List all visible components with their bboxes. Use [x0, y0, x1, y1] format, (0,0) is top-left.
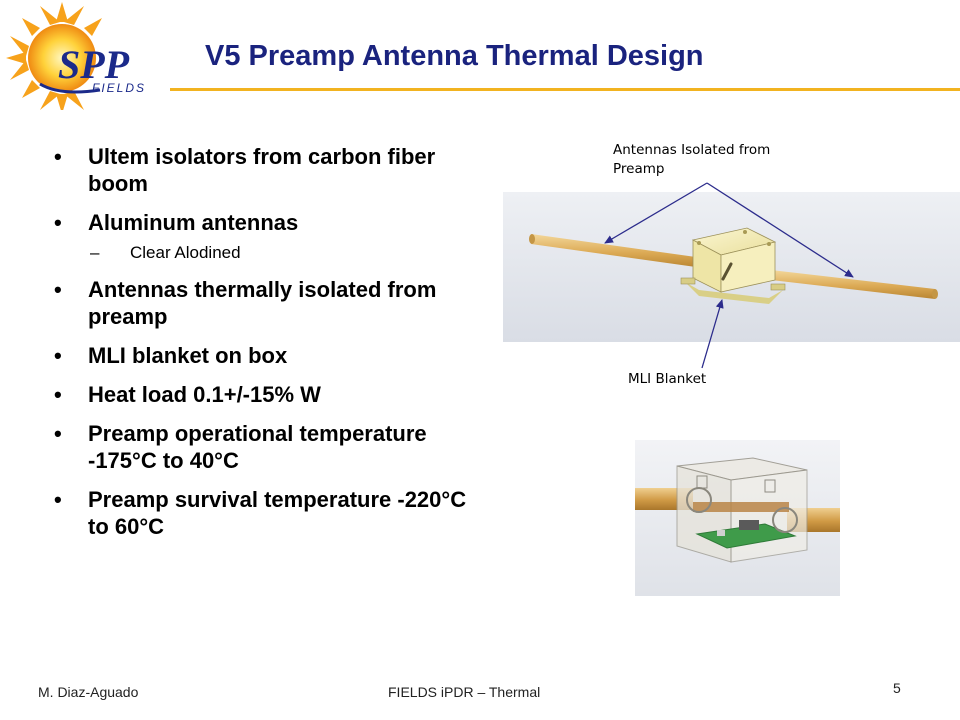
bullet-item: Preamp operational temperature -175°C to… [50, 420, 470, 474]
slide-title: V5 Preamp Antenna Thermal Design [205, 40, 704, 72]
bullet-text: MLI blanket on box [88, 343, 288, 368]
bullet-text: Antennas thermally isolated from preamp [88, 277, 437, 329]
bullet-text: Heat load 0.1+/-15% W [88, 382, 321, 407]
left-antenna-rod [529, 234, 703, 268]
internal-antenna-link [693, 502, 789, 512]
sub-bullet-text: Clear Alodined [130, 243, 241, 262]
circuit-board [695, 520, 797, 549]
sub-bullet-item: Clear Alodined [88, 242, 470, 264]
bullet-text: Ultem isolators from carbon fiber boom [88, 144, 436, 196]
sun-logo-icon: SPP FIELDS [6, 2, 146, 110]
bullet-item: Antennas thermally isolated from preamp [50, 276, 470, 330]
antenna-assembly-render [503, 192, 960, 342]
logo-text-sub: FIELDS [92, 81, 146, 95]
bullet-text: Preamp survival temperature -220°C to 60… [88, 487, 467, 539]
bullet-text: Aluminum antennas [88, 210, 299, 235]
bullet-text: Preamp operational temperature -175°C to… [88, 421, 427, 473]
footer-title: FIELDS iPDR – Thermal [388, 684, 541, 700]
transparent-box-render [635, 440, 840, 596]
bullet-item: Preamp survival temperature -220°C to 60… [50, 486, 470, 540]
bullet-item: Ultem isolators from carbon fiber boom [50, 143, 470, 197]
bullet-item: Aluminum antennas Clear Alodined [50, 209, 470, 264]
bullet-item: Heat load 0.1+/-15% W [50, 381, 470, 408]
logo-text-main: SPP [58, 42, 130, 87]
callout-mli-blanket: MLI Blanket [628, 371, 707, 387]
callout-antennas-isolated: Antennas Isolated from Preamp [613, 142, 771, 177]
footer-author: M. Diaz-Aguado [38, 684, 139, 700]
title-underline [170, 88, 960, 91]
bullet-list: Ultem isolators from carbon fiber boom A… [50, 143, 470, 552]
page-number: 5 [893, 680, 901, 696]
sub-bullet-list: Clear Alodined [88, 242, 470, 264]
bullet-item: MLI blanket on box [50, 342, 470, 369]
